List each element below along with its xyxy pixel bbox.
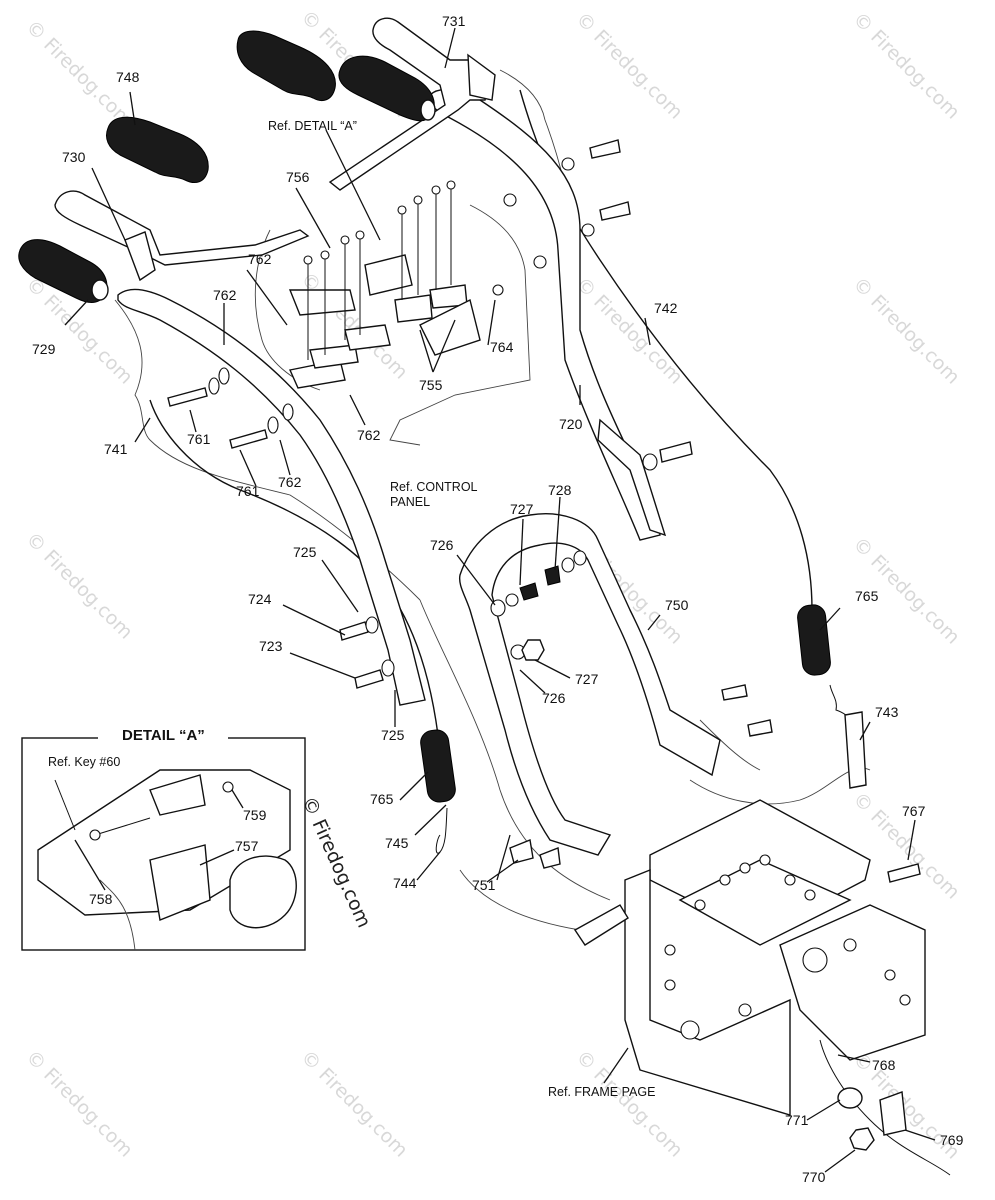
watermark: © Firedog.com <box>848 273 963 388</box>
detail-a-title: DETAIL “A” <box>122 727 205 744</box>
part-label-768: 768 <box>872 1057 896 1073</box>
part-label-758: 758 <box>89 891 113 907</box>
part-label-762: 762 <box>248 251 272 267</box>
part-label-725: 725 <box>381 727 405 743</box>
bracket-720 <box>597 418 667 537</box>
part-label-724: 724 <box>248 591 272 607</box>
grip-748-right <box>236 30 336 101</box>
machine-outline <box>114 69 871 931</box>
part-label-762: 762 <box>357 427 381 443</box>
part-label-729: 729 <box>32 341 56 357</box>
part-labels: 731 748 730 756 762 762 729 764 755 742 … <box>32 13 964 1185</box>
part-label-726: 726 <box>542 690 566 706</box>
part-label-759: 759 <box>243 807 267 823</box>
part-label-726: 726 <box>430 537 454 553</box>
part-label-770: 770 <box>802 1169 826 1185</box>
part-label-767: 767 <box>902 803 926 819</box>
grips <box>18 30 831 803</box>
bail-731 <box>328 17 496 191</box>
part-label-771: 771 <box>785 1112 809 1128</box>
fasteners <box>167 139 921 1151</box>
ref-control-panel-2: PANEL <box>390 495 430 509</box>
part-label-751: 751 <box>472 877 496 893</box>
watermark: © Firedog.com <box>21 528 136 643</box>
part-label-764: 764 <box>490 339 514 355</box>
part-label-750: 750 <box>665 597 689 613</box>
left-upper-handle <box>117 288 426 706</box>
part-label-745: 745 <box>385 835 409 851</box>
part-label-728: 728 <box>548 482 572 498</box>
watermark: © Firedog.com <box>848 8 963 123</box>
part-label-730: 730 <box>62 149 86 165</box>
grip-748-left <box>106 116 209 183</box>
part-label-723: 723 <box>259 638 283 654</box>
part-label-720: 720 <box>559 416 583 432</box>
part-label-756: 756 <box>286 169 310 185</box>
part-label-741: 741 <box>104 441 128 457</box>
part-label-761: 761 <box>236 483 260 499</box>
part-label-727: 727 <box>510 501 534 517</box>
part-label-744: 744 <box>393 875 417 891</box>
part-label-762: 762 <box>213 287 237 303</box>
watermark-dark: © Firedog.com <box>297 793 375 931</box>
spring-765-right <box>797 604 831 676</box>
bail-730 <box>54 190 310 282</box>
part-label-748: 748 <box>116 69 140 85</box>
part-label-725: 725 <box>293 544 317 560</box>
part-label-742: 742 <box>654 300 678 316</box>
control-panel-parts <box>288 180 481 389</box>
cable-741 <box>149 399 439 736</box>
detail-a-box: DETAIL “A” Ref. Key #60 <box>21 723 306 951</box>
ref-key-label: Ref. Key #60 <box>48 755 120 769</box>
ref-detail-a: Ref. DETAIL “A” <box>268 119 357 133</box>
watermark: © Firedog.com <box>571 8 686 123</box>
part-label-762: 762 <box>278 474 302 490</box>
part-label-727: 727 <box>575 671 599 687</box>
part-label-769: 769 <box>940 1132 964 1148</box>
leader-lines <box>64 27 936 1173</box>
part-label-761: 761 <box>187 431 211 447</box>
part-label-755: 755 <box>419 377 443 393</box>
part-label-765: 765 <box>855 588 879 604</box>
spring-765-left <box>420 729 456 803</box>
part-label-757: 757 <box>235 838 259 854</box>
reference-labels: Ref. DETAIL “A” Ref. CONTROL PANEL Ref. … <box>268 119 655 1099</box>
part-label-743: 743 <box>875 704 899 720</box>
ref-frame-page: Ref. FRAME PAGE <box>548 1085 655 1099</box>
part-label-731: 731 <box>442 13 466 29</box>
part-label-765: 765 <box>370 791 394 807</box>
watermark: © Firedog.com <box>21 1046 136 1161</box>
ref-control-panel: Ref. CONTROL <box>390 480 478 494</box>
watermark: © Firedog.com <box>296 1046 411 1161</box>
frame <box>573 799 926 1116</box>
